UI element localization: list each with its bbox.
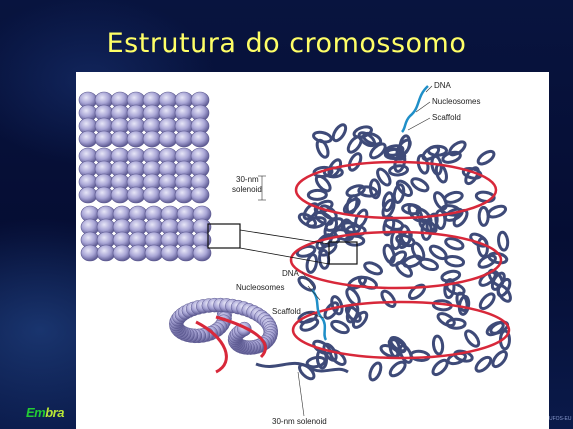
label-nucleosomes-top: Nucleosomes bbox=[432, 97, 480, 106]
label-dna-top: DNA bbox=[434, 81, 452, 90]
slide-title: Estrutura do cromossomo bbox=[0, 28, 573, 59]
label-scaffold-top: Scaffold bbox=[432, 113, 461, 122]
dna-strand-top bbox=[402, 86, 428, 132]
zoom-line-top bbox=[240, 230, 329, 244]
embrapa-logo: Embra bbox=[26, 405, 64, 420]
solenoid-drum bbox=[81, 206, 211, 261]
solenoid-stack bbox=[79, 92, 211, 261]
label-solenoid-bottom: 30-nm solenoid bbox=[272, 417, 327, 426]
chromatin-loop-cylinder bbox=[256, 123, 513, 382]
credit-text: UFOS-EU bbox=[549, 416, 572, 422]
chromosome-figure: DNA Nucleosomes Scaffold 30-nm solenoid … bbox=[76, 72, 549, 429]
label-dna-mid: DNA bbox=[282, 269, 300, 278]
solenoid-drum bbox=[79, 92, 209, 147]
coiled-solenoid bbox=[169, 298, 277, 372]
label-nucleosomes-mid: Nucleosomes bbox=[236, 283, 284, 292]
zoom-box-left bbox=[208, 224, 240, 248]
label-solenoid-note-line1: 30-nm bbox=[236, 175, 259, 184]
solenoid-drum bbox=[79, 148, 209, 203]
chromosome-structure-diagram: DNA Nucleosomes Scaffold 30-nm solenoid … bbox=[76, 72, 549, 429]
label-solenoid-note-line2: solenoid bbox=[232, 185, 262, 194]
label-scaffold-mid: Scaffold bbox=[272, 307, 301, 316]
